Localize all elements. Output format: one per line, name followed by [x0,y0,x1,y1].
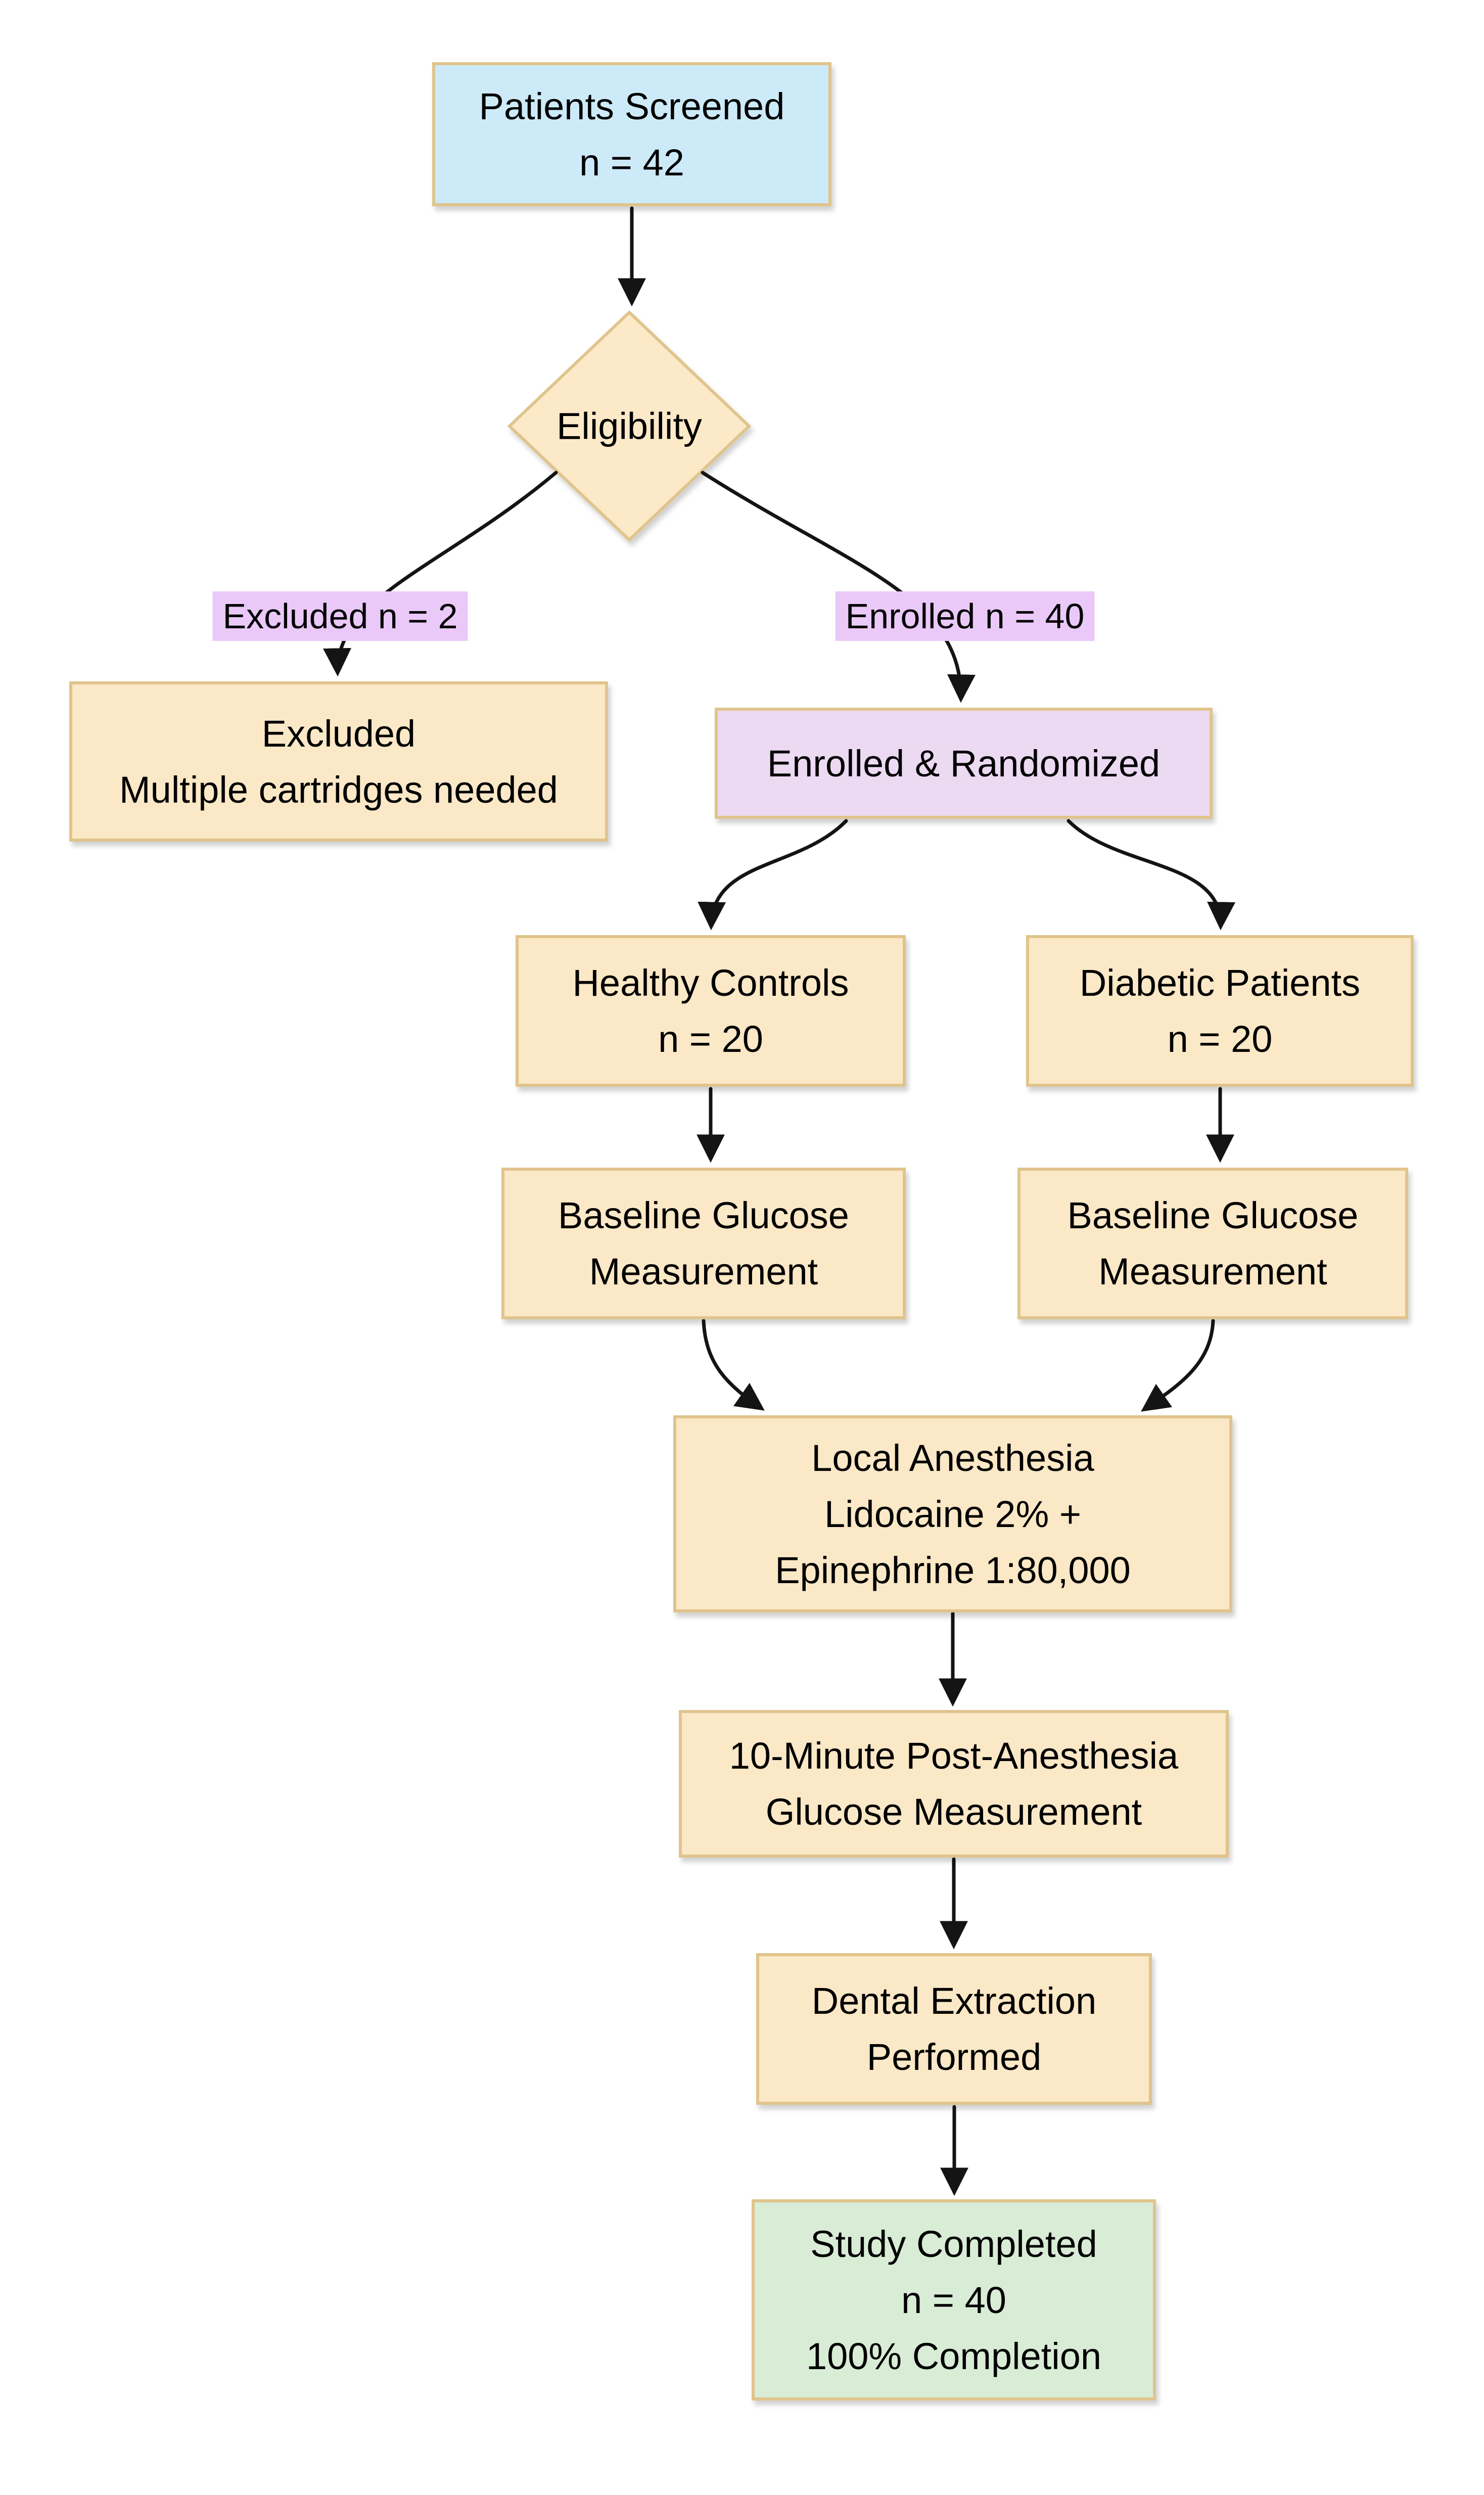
node-eligibility-label: Eligibility [556,405,702,447]
node-local-anesthesia-line2: Lidocaine 2% + [824,1493,1082,1535]
node-healthy-controls-line2: n = 20 [658,1018,763,1060]
node-dental-extraction: Dental Extraction Performed [756,1953,1152,2105]
node-local-anesthesia-line3: Epinephrine 1:80,000 [775,1549,1131,1591]
node-patients-screened: Patients Screened n = 42 [432,62,831,206]
node-local-anesthesia: Local Anesthesia Lidocaine 2% + Epinephr… [673,1415,1232,1612]
node-post-anesthesia-glucose: 10-Minute Post-Anesthesia Glucose Measur… [679,1710,1229,1858]
node-study-completed-line1: Study Completed [810,2223,1097,2265]
edge-randomized-to-diabetic [1066,819,1236,931]
node-study-completed-line3: 100% Completion [806,2335,1102,2377]
edge-baseline-left-to-anesthesia [702,1319,765,1411]
edge-eligibility-to-randomized [701,471,976,703]
node-baseline-glucose-left-line2: Measurement [589,1251,818,1292]
eligibility-diamond-shape [507,310,752,542]
node-post-anesthesia-glucose-line2: Glucose Measurement [765,1791,1142,1833]
node-healthy-controls-line1: Healthy Controls [572,962,849,1004]
node-dental-extraction-line1: Dental Extraction [811,1980,1097,2022]
node-diabetic-patients: Diabetic Patients n = 20 [1026,935,1414,1087]
edge-label-enrolled: Enrolled n = 40 [835,591,1095,641]
node-excluded: Excluded Multiple cartridges needed [69,681,608,842]
node-study-completed: Study Completed n = 40 100% Completion [752,2199,1156,2400]
node-excluded-line2: Multiple cartridges needed [119,768,558,811]
node-local-anesthesia-line1: Local Anesthesia [811,1437,1094,1479]
node-enrolled-randomized: Enrolled & Randomized [715,708,1213,819]
node-diabetic-patients-line1: Diabetic Patients [1079,962,1361,1004]
edge-label-excluded: Excluded n = 2 [212,591,468,641]
edge-baseline-right-to-anesthesia [1141,1319,1215,1412]
node-dental-extraction-line2: Performed [866,2036,1042,2078]
node-patients-screened-line1: Patients Screened [479,85,785,127]
edge-randomized-to-healthy [698,819,848,931]
node-enrolled-randomized-line1: Enrolled & Randomized [767,742,1161,784]
edge-eligibility-to-excluded [323,471,558,677]
node-study-completed-line2: n = 40 [901,2279,1006,2321]
node-post-anesthesia-glucose-line1: 10-Minute Post-Anesthesia [729,1735,1179,1777]
node-healthy-controls: Healthy Controls n = 20 [516,935,906,1087]
node-diabetic-patients-line2: n = 20 [1167,1018,1273,1060]
node-patients-screened-line2: n = 42 [579,141,684,183]
node-baseline-glucose-right: Baseline Glucose Measurement [1017,1168,1408,1319]
node-baseline-glucose-right-line1: Baseline Glucose [1067,1194,1359,1236]
node-excluded-line1: Excluded [261,712,416,755]
node-baseline-glucose-left-line1: Baseline Glucose [558,1194,849,1236]
node-baseline-glucose-left: Baseline Glucose Measurement [501,1168,906,1319]
node-baseline-glucose-right-line2: Measurement [1098,1251,1327,1292]
